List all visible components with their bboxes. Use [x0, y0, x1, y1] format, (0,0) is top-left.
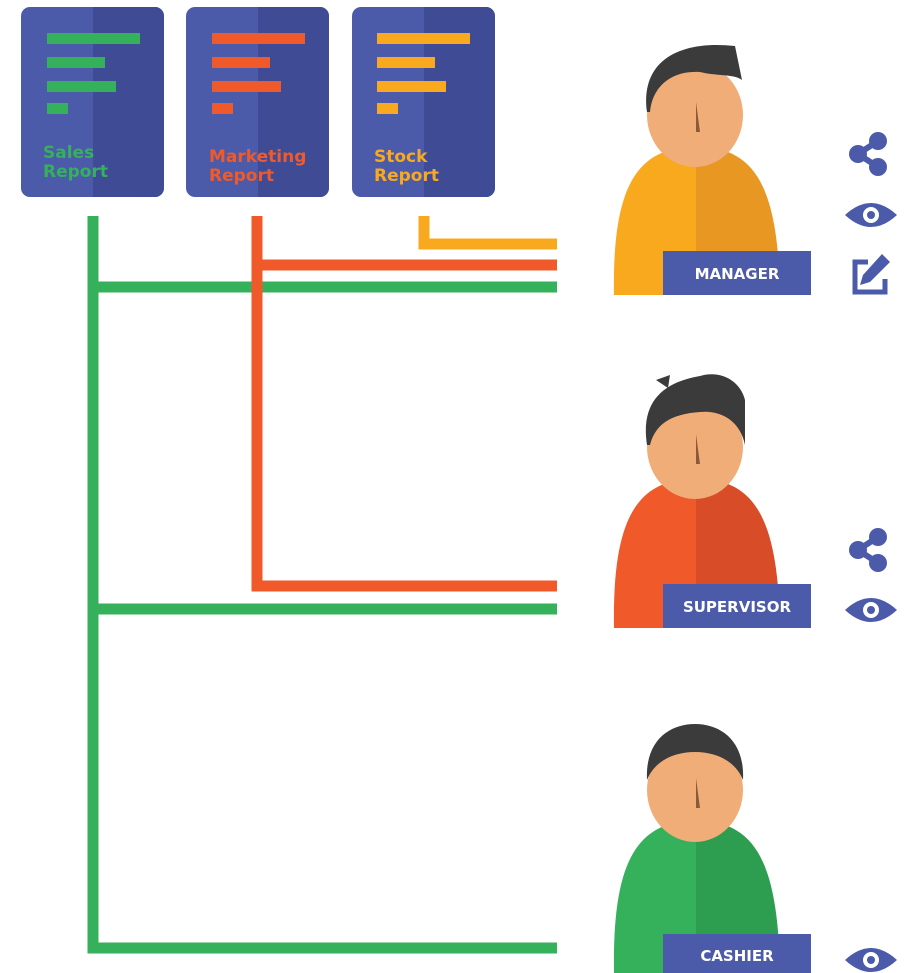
bar-chart-icon: [47, 33, 140, 114]
connector-marketing: [251, 216, 557, 592]
report-card-sales: Sales Report: [21, 7, 164, 197]
report-title-line1: Sales: [43, 143, 94, 163]
share-icon[interactable]: [849, 528, 887, 572]
avatar: [613, 44, 780, 295]
report-title-line2: Report: [43, 162, 108, 182]
svg-text:Stock Report: Stock Report: [374, 147, 439, 186]
role-badge: [663, 251, 811, 295]
connector-sales-trunk: [87, 216, 557, 954]
svg-text:Marketing Report: Marketing Report: [209, 147, 312, 186]
connector-marketing-supervisor: [251, 216, 557, 592]
report-title-line1: Marketing: [209, 147, 306, 167]
role-cashier: CASHIER: [613, 724, 897, 973]
report-title-line1: Stock: [374, 147, 428, 167]
role-manager: MANAGER: [613, 44, 897, 295]
role-label: CASHIER: [700, 947, 774, 965]
connector-sales: [87, 216, 557, 954]
report-title-line2: Report: [209, 166, 274, 186]
svg-text:Sales Report: Sales Report: [43, 143, 108, 182]
role-badge: [663, 934, 811, 973]
report-card-stock: Stock Report: [352, 7, 495, 197]
view-icon[interactable]: [845, 203, 897, 227]
connector-stock: [418, 216, 557, 250]
bar-chart-icon: [377, 33, 470, 114]
report-title-line2: Report: [374, 166, 439, 186]
view-icon[interactable]: [845, 598, 897, 622]
bar-chart-icon: [212, 33, 305, 114]
role-label: SUPERVISOR: [683, 598, 792, 616]
role-badge: [663, 584, 811, 628]
share-icon[interactable]: [849, 132, 887, 176]
role-label: MANAGER: [695, 265, 780, 283]
report-card-marketing: Marketing Report: [186, 7, 329, 197]
edit-icon[interactable]: [852, 254, 890, 295]
role-supervisor: SUPERVISOR: [613, 374, 897, 628]
connector-stock-manager: [418, 216, 557, 250]
view-icon[interactable]: [845, 948, 897, 972]
